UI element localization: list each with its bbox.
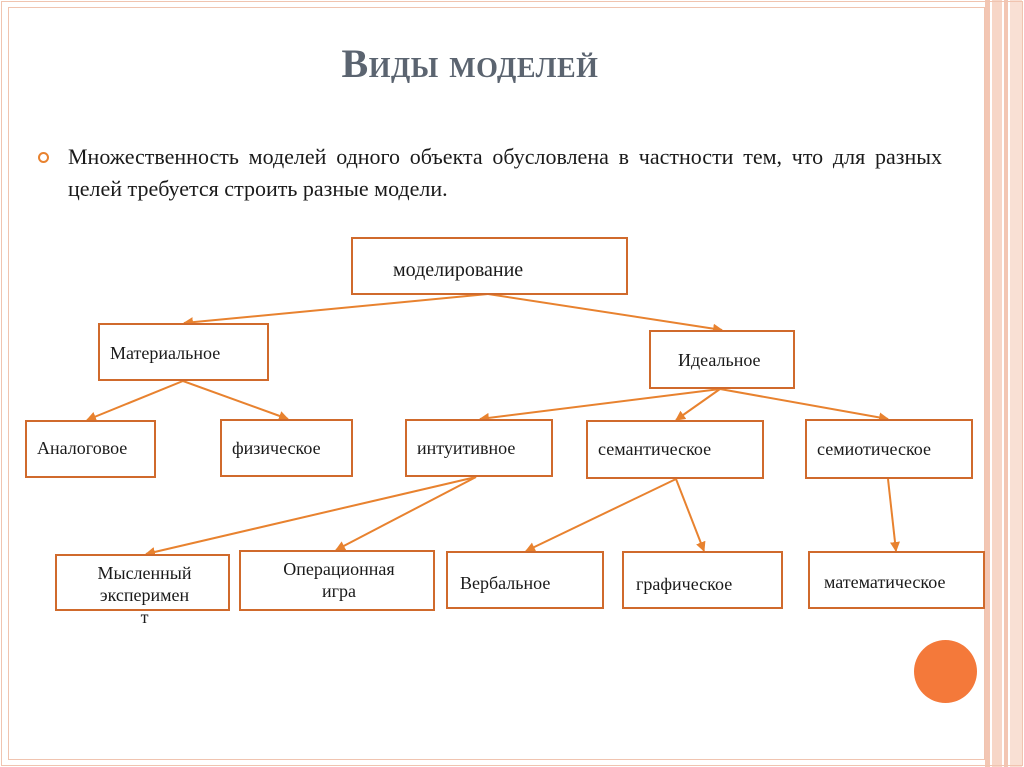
node-material: Материальное [98,323,269,381]
connector-arrow [675,388,721,421]
node-thought-experiment: Мысленный эксперимен т [55,554,230,627]
connector-arrow [335,476,477,551]
node-verbal: Вербальное [446,551,604,609]
node-label: моделирование [393,259,524,281]
slide-body-text: Множественность моделей одного объекта о… [68,144,942,201]
node-label: Операционная игра [283,559,395,601]
decor-stripe [985,0,990,767]
node-label: Материальное [110,343,221,363]
node-label: семиотическое [817,439,932,459]
decor-stripe [992,0,1002,767]
node-label: Вербальное [460,573,551,593]
connector-arrow [525,478,677,552]
node-label: математическое [824,572,946,592]
connector-arrow [719,388,889,423]
connector-arrow [182,380,289,421]
connector-arrow [887,478,900,552]
decor-stripe [1010,0,1022,767]
connector-arrow [183,293,489,328]
decor-circle [914,640,977,703]
node-label: интуитивное [417,438,516,458]
node-label: Мысленный эксперимен т [97,563,192,627]
node-label: физическое [232,438,321,458]
node-label: Аналоговое [37,438,128,458]
slide-frame-inner [8,7,985,760]
connector-arrow [479,388,721,423]
node-semiotic: семиотическое [805,419,973,479]
node-semantic: семантическое [586,420,764,479]
node-analog: Аналоговое [25,420,156,478]
node-intuitive: интуитивное [405,419,553,477]
node-label: семантическое [598,439,712,459]
slide-title: Виды моделей [341,41,599,86]
decor-stripe [1004,0,1008,767]
node-label: Идеальное [678,350,761,370]
node-mathematical: математическое [808,551,985,609]
node-physical: физическое [220,419,353,477]
node-label: графическое [636,574,733,594]
node-operational-game: Операционная игра [239,550,435,611]
connector-arrow [675,478,706,552]
node-modeling: моделирование [351,237,628,295]
node-ideal: Идеальное [649,330,795,389]
connector-arrow [86,380,184,422]
node-graphic: графическое [622,551,783,609]
connector-arrow [145,476,477,557]
bullet-icon [38,152,49,163]
connector-arrow [487,293,723,334]
